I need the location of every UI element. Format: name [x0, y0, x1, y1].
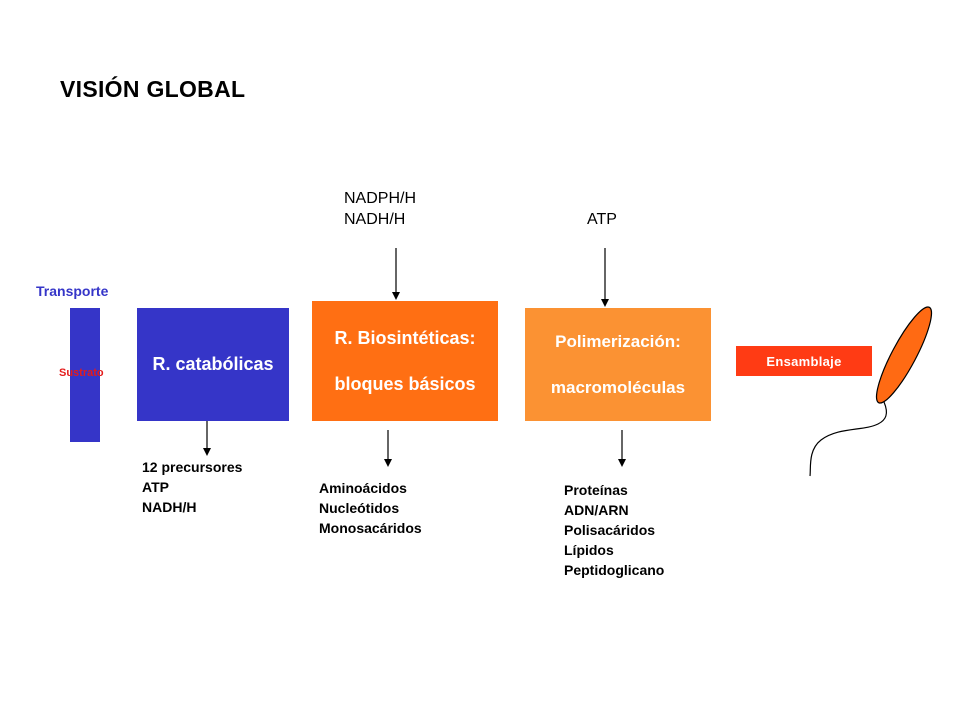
list-item: Polisacáridos: [564, 522, 656, 538]
list-item: Monosacáridos: [319, 520, 422, 536]
input-nadh: NADH/H: [344, 211, 406, 228]
polymerization-subtitle: macromoléculas: [550, 377, 686, 397]
list-item: Peptidoglicano: [564, 562, 665, 578]
biosynthetic-subtitle: bloques básicos: [334, 374, 476, 394]
assembly-box: Ensamblaje: [736, 346, 872, 376]
assembly-label: Ensamblaje: [766, 353, 842, 369]
input-nadph: NADPH/H: [344, 190, 417, 207]
biosynthetic-reactions-box: R. Biosintéticas: bloques básicos: [312, 301, 498, 421]
transport-label: Transporte: [36, 283, 109, 299]
list-item: 12 precursores: [142, 459, 243, 475]
polymerization-box: Polimerización: macromoléculas: [525, 308, 711, 421]
catabolic-reactions-label: R. catabólicas: [152, 354, 274, 374]
polymerization-outputs: Proteínas ADN/ARN Polisacáridos Lípidos …: [564, 480, 664, 580]
list-item: Proteínas: [564, 482, 628, 498]
polymerization-title: Polimerización:: [555, 331, 681, 351]
list-item: Aminoácidos: [319, 480, 407, 496]
flagellum: [809, 401, 888, 477]
list-item: Nucleótidos: [319, 500, 400, 516]
page-title: VISIÓN GLOBAL: [60, 76, 246, 102]
biosynthetic-title: R. Biosintéticas:: [334, 328, 476, 348]
list-item: Lípidos: [564, 542, 614, 558]
list-item: NADH/H: [142, 499, 197, 515]
list-item: ADN/ARN: [564, 502, 629, 518]
biosynthetic-inputs: NADPH/H NADH/H: [344, 188, 416, 230]
bacterium-body: [875, 306, 933, 404]
polymerization-input-atp: ATP: [587, 211, 617, 228]
catabolic-outputs: 12 precursores ATP NADH/H: [142, 457, 242, 517]
list-item: ATP: [142, 479, 169, 495]
catabolic-reactions-box: R. catabólicas: [137, 308, 289, 421]
bacterium-icon: [809, 306, 933, 477]
substrate-label: Sustrato: [59, 367, 104, 379]
biosynthetic-outputs: Aminoácidos Nucleótidos Monosacáridos: [319, 478, 422, 538]
transport-bar: [70, 308, 100, 442]
